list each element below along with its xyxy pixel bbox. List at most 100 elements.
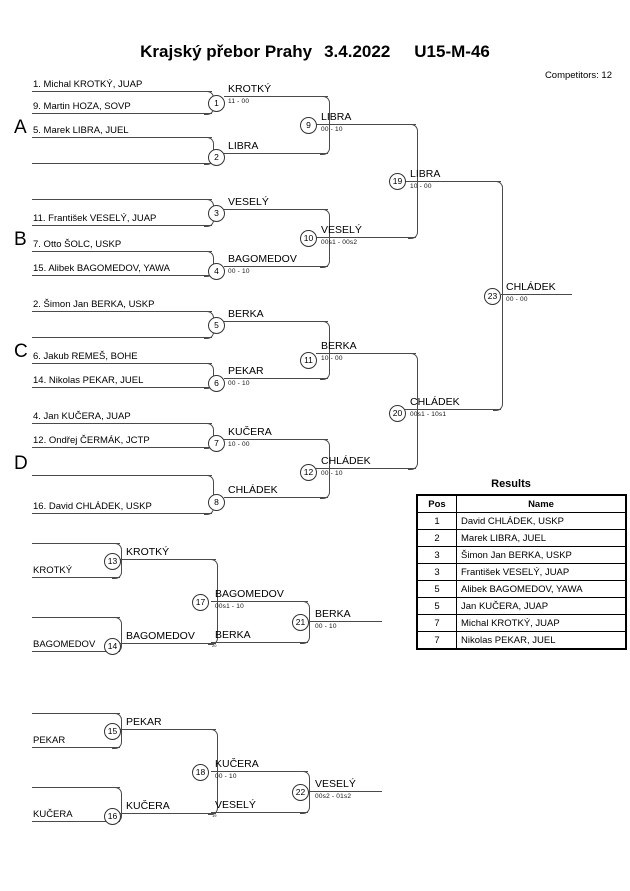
bout-number-16[interactable]: 16 xyxy=(104,808,121,825)
entrant-line xyxy=(32,225,212,226)
bracket-elbow xyxy=(320,96,330,155)
bout-number-5[interactable]: 5 xyxy=(208,317,225,334)
entrant-line xyxy=(32,163,212,164)
repechage-line xyxy=(32,787,120,788)
bout-score-10: 00s1 - 00s2 xyxy=(321,239,358,246)
entrant-label: 15. Alibek BAGOMEDOV, YAWA xyxy=(33,263,170,274)
winner-line xyxy=(224,153,328,154)
results-col-name: Name xyxy=(456,494,627,513)
bout-winner-1: KROTKÝ xyxy=(228,83,272,95)
entrant-line xyxy=(32,311,212,312)
entrant-label: 5. Marek LIBRA, JUEL xyxy=(33,125,129,136)
bout-number-15[interactable]: 15 xyxy=(104,723,121,740)
entrant-label: 9. Martin HOZA, SOVP xyxy=(33,101,131,112)
winner-line xyxy=(224,266,328,267)
repechage-line xyxy=(32,577,120,578)
bracket-elbow xyxy=(320,321,330,380)
winner-line xyxy=(211,601,308,602)
winner-line xyxy=(224,439,328,440)
bout-number-7[interactable]: 7 xyxy=(208,435,225,452)
entrant-line xyxy=(32,337,212,338)
bout-score-12: 00 - 10 xyxy=(321,470,343,477)
bout-winner-17: BAGOMEDOV xyxy=(215,588,284,600)
entrant-line xyxy=(32,91,212,92)
bout-number-13[interactable]: 13 xyxy=(104,553,121,570)
bout-number-10[interactable]: 10 xyxy=(300,230,317,247)
event-name: Krajský přebor Prahy xyxy=(140,42,313,61)
bout-number-12[interactable]: 12 xyxy=(300,464,317,481)
bout-score-11: 10 - 00 xyxy=(321,355,343,362)
group-letter-d: D xyxy=(14,453,28,474)
entrant-line xyxy=(32,199,212,200)
group-letter-b: B xyxy=(14,229,27,250)
bout-number-2[interactable]: 2 xyxy=(208,149,225,166)
repechage-line xyxy=(32,747,120,748)
bout-number-21[interactable]: 21 xyxy=(292,614,309,631)
bracket-elbow xyxy=(300,771,310,814)
bout-number-4[interactable]: 4 xyxy=(208,263,225,280)
bout-number-17[interactable]: 17 xyxy=(192,594,209,611)
result-position: 1 xyxy=(416,512,457,530)
result-position: 2 xyxy=(416,529,457,547)
bracket-elbow xyxy=(493,181,503,411)
bout-number-20[interactable]: 20 xyxy=(389,405,406,422)
bracket-elbow xyxy=(208,559,218,645)
bout-number-22[interactable]: 22 xyxy=(292,784,309,801)
repechage-feed-label: KROTKÝ xyxy=(33,565,73,576)
bout-winner-20: CHLÁDEK xyxy=(410,396,460,408)
bout-winner-2: LIBRA xyxy=(228,140,259,152)
bout-winner-11: BERKA xyxy=(321,340,357,352)
entrant-line xyxy=(32,513,212,514)
entrant-line xyxy=(32,363,212,364)
winner-line xyxy=(120,729,216,730)
bout-number-8[interactable]: 8 xyxy=(208,494,225,511)
results-title: Results xyxy=(491,478,531,490)
bout-number-19[interactable]: 19 xyxy=(389,173,406,190)
bout-winner-7: KUČERA xyxy=(228,426,272,438)
bout-score-6: 00 - 10 xyxy=(228,380,250,387)
bracket-elbow xyxy=(208,729,218,815)
bout-score-20: 00s1 - 10s1 xyxy=(410,411,447,418)
winner-line xyxy=(120,643,216,644)
entrant-line xyxy=(32,275,212,276)
entrant-label: 1. Michal KROTKÝ, JUAP xyxy=(33,79,143,90)
bout-number-14[interactable]: 14 xyxy=(104,638,121,655)
bout-number-9[interactable]: 9 xyxy=(300,117,317,134)
feed-ref-21: 20 xyxy=(212,643,217,648)
bout-number-23[interactable]: 23 xyxy=(484,288,501,305)
bout-winner-8: CHLÁDEK xyxy=(228,484,278,496)
winner-line xyxy=(405,181,501,182)
winner-line xyxy=(316,353,416,354)
bout-winner-18: KUČERA xyxy=(215,758,259,770)
entrant-label: 4. Jan KUČERA, JUAP xyxy=(33,411,131,422)
result-name: František VESELÝ, JUAP xyxy=(456,563,627,581)
entrant-label: 14. Nikolas PEKAR, JUEL xyxy=(33,375,144,386)
bout-number-18[interactable]: 18 xyxy=(192,764,209,781)
entrant-line xyxy=(32,113,212,114)
result-position: 7 xyxy=(416,631,457,650)
bout-winner-9: LIBRA xyxy=(321,111,352,123)
bout-score-19: 10 - 00 xyxy=(410,183,432,190)
result-position: 5 xyxy=(416,597,457,615)
results-header-row: Pos Name xyxy=(416,494,627,513)
bout-number-3[interactable]: 3 xyxy=(208,205,225,222)
bout-score-7: 10 - 00 xyxy=(228,441,250,448)
bout-winner-19: LIBRA xyxy=(410,168,441,180)
bout-number-6[interactable]: 6 xyxy=(208,375,225,392)
winner-line xyxy=(309,621,382,622)
result-name: Michal KROTKÝ, JUAP xyxy=(456,614,627,632)
winner-line xyxy=(316,124,416,125)
bout-number-11[interactable]: 11 xyxy=(300,352,317,369)
results-col-pos: Pos xyxy=(416,494,457,513)
result-name: Jan KUČERA, JUAP xyxy=(456,597,627,615)
repechage-feed-label: KUČERA xyxy=(33,809,73,820)
bout-winner-4: BAGOMEDOV xyxy=(228,253,297,265)
bout-number-1[interactable]: 1 xyxy=(208,95,225,112)
bracket-elbow xyxy=(300,601,310,644)
bout-winner-14: BAGOMEDOV xyxy=(126,630,195,642)
